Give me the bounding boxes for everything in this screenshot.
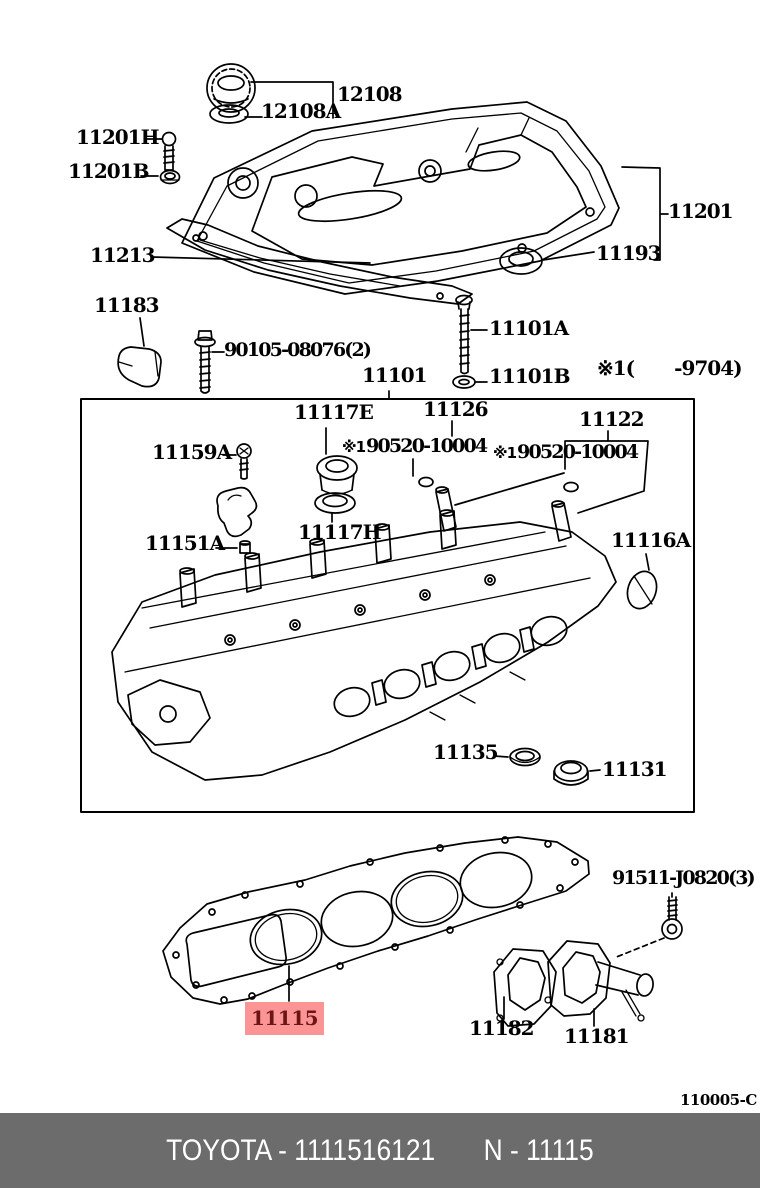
bolt-11159a-drawing	[237, 444, 251, 479]
part-label-11101[interactable]: 11101	[362, 363, 428, 387]
bolt-11201h-drawing	[163, 133, 176, 171]
seal-11117e-h-drawing	[315, 456, 357, 513]
note-open: ※1(	[597, 356, 635, 380]
part-label-11159a[interactable]: 11159A	[152, 440, 232, 464]
part-label-11201h[interactable]: 11201H	[76, 125, 159, 149]
part-label-11115-highlighted[interactable]: 11115	[245, 1002, 324, 1035]
applicability-note: ※1( -9704)	[597, 356, 743, 380]
valve-cover-drawing	[167, 102, 619, 304]
part-label-11101a[interactable]: 11101A	[489, 316, 569, 340]
gasket-11182-drawing	[494, 949, 556, 1026]
footer-text: TOYOTA - 1111516121 N - 11115	[166, 1134, 594, 1168]
part-label-11131[interactable]: 11131	[602, 757, 668, 781]
footer-part-code: N - 11115	[483, 1133, 594, 1167]
part-label-11201[interactable]: 11201	[668, 199, 734, 223]
reference-star-icon: ※1	[493, 444, 517, 463]
part-label-11122[interactable]: 11122	[579, 407, 645, 431]
part-label-11213[interactable]: 11213	[90, 243, 156, 267]
leader-lines-top	[140, 82, 668, 398]
part-label-11201b[interactable]: 11201B	[68, 159, 149, 183]
ring-11135-drawing	[510, 749, 540, 766]
part-number: 90520-10004	[517, 441, 639, 463]
part-label-11182[interactable]: 11182	[469, 1016, 535, 1040]
washer-11101b-drawing	[453, 376, 475, 388]
part-label-11126[interactable]: 11126	[423, 397, 489, 421]
part-label-11117h[interactable]: 11117H	[298, 520, 381, 544]
part-label-90105-08076[interactable]: 90105-08076(2)	[224, 339, 372, 361]
oil-cap-drawing	[207, 64, 255, 123]
part-label-11181[interactable]: 11181	[564, 1024, 630, 1048]
part-label-91511-j0820[interactable]: 91511-J0820(3)	[612, 867, 756, 889]
ring-11131-drawing	[554, 761, 588, 785]
part-label-11183[interactable]: 11183	[94, 293, 160, 317]
part-label-11116a[interactable]: 11116A	[611, 528, 691, 552]
stud-91511-drawing	[662, 897, 682, 939]
bolt-90105-drawing	[195, 331, 215, 393]
part-label-11193[interactable]: 11193	[596, 241, 662, 265]
water-outlet-11181-drawing	[548, 941, 654, 1021]
valve-guides-drawing	[419, 478, 578, 542]
diagram-line-art	[0, 0, 760, 1113]
part-label-11151a[interactable]: 11151A	[145, 531, 225, 555]
reference-star-icon: ※1	[342, 438, 366, 457]
part-label-12108[interactable]: 12108	[337, 82, 403, 106]
note-close: -9704)	[674, 356, 742, 380]
cap-11183-drawing	[118, 347, 161, 387]
leader-lines-box	[216, 421, 649, 771]
part-label-11135[interactable]: 11135	[433, 740, 499, 764]
bolt-11101a-drawing	[456, 296, 472, 374]
parts-group-box	[81, 399, 694, 812]
head-gasket-drawing	[163, 837, 589, 1004]
part-label-11101b[interactable]: 11101B	[489, 364, 570, 388]
part-number: 90520-10004	[366, 435, 488, 457]
seal-11193-drawing	[500, 248, 542, 274]
footer-brand-code: TOYOTA - 1111516121	[166, 1133, 436, 1167]
footer-bar: TOYOTA - 1111516121 N - 11115	[0, 1113, 760, 1188]
part-label-11117e[interactable]: 11117E	[294, 400, 374, 424]
part-label-12108a[interactable]: 12108A	[261, 99, 341, 123]
cylinder-head-drawing	[112, 510, 616, 780]
nut-11201b-drawing	[161, 171, 180, 184]
plug-11116a-drawing	[623, 568, 661, 613]
leader-lines-bottom	[289, 893, 672, 1026]
drawing-sheet-code: 110005-C	[680, 1091, 757, 1109]
